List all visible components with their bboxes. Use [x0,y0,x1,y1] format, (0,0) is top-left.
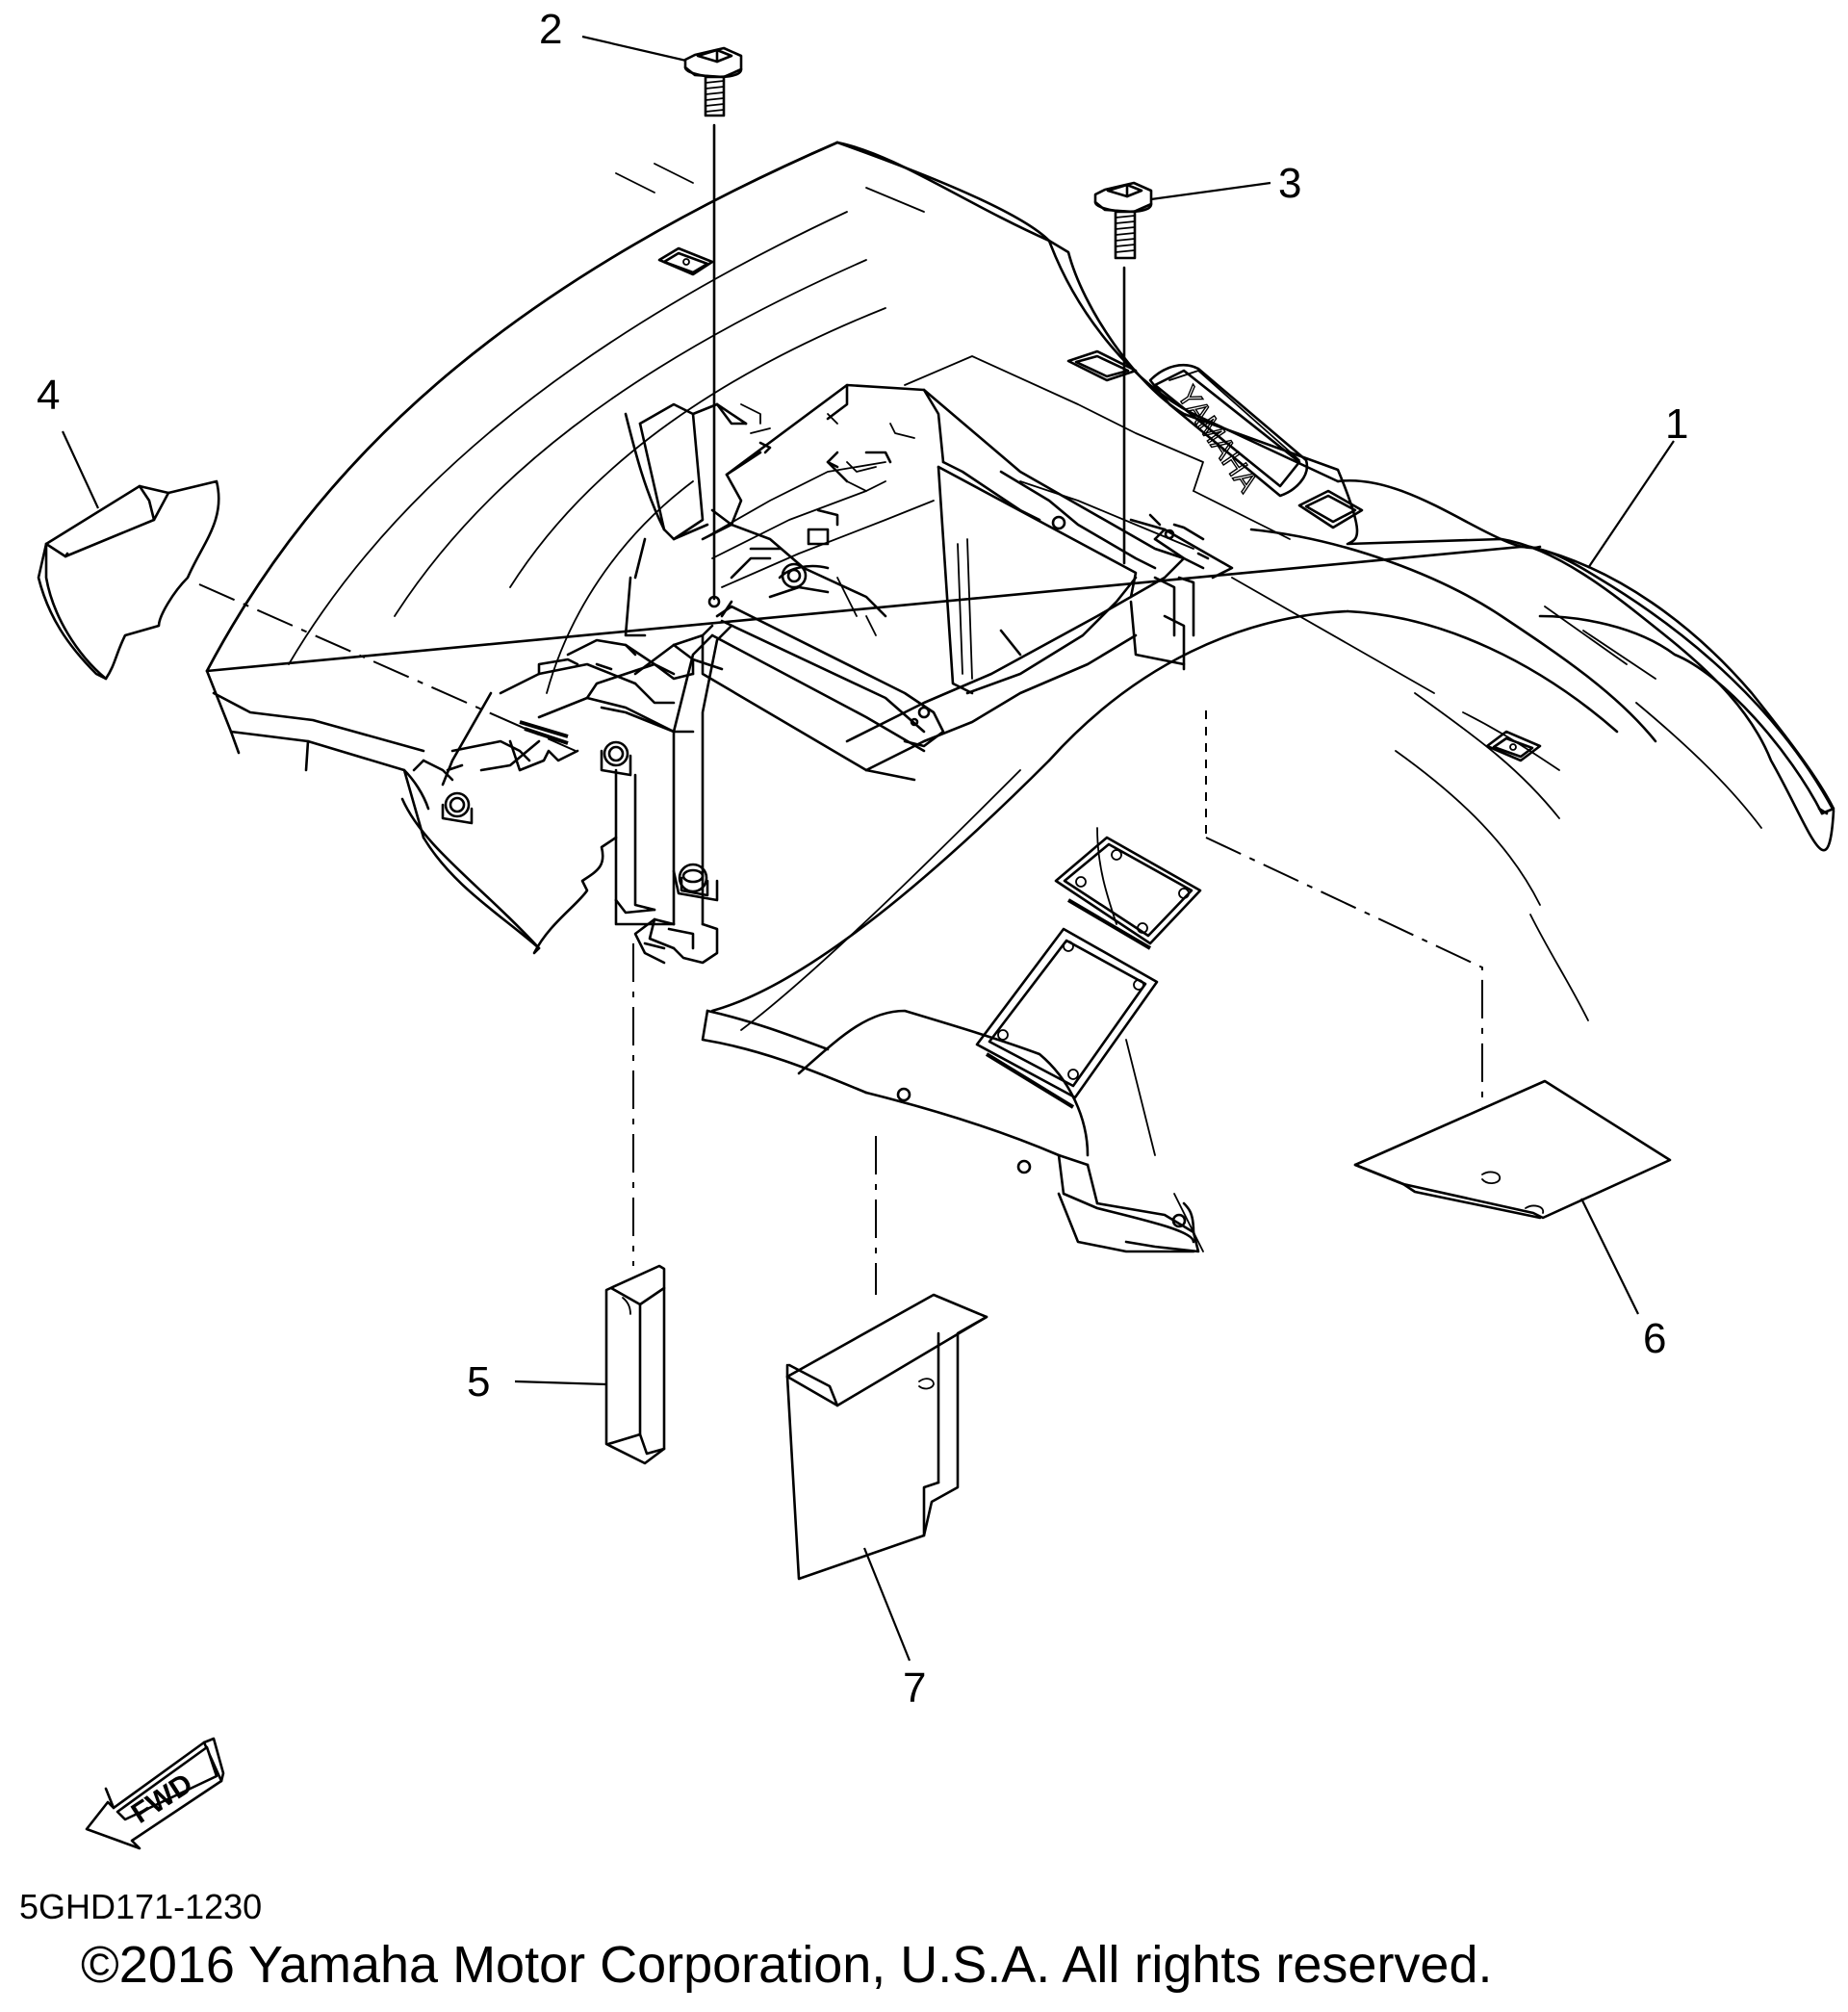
fwd-arrow-icon: FWD [85,1737,225,1850]
leader-4 [62,430,99,509]
bolt-2 [683,46,743,608]
flap-4 [37,479,220,681]
leader-2 [581,35,687,63]
flap-5 [604,1264,666,1465]
bolt-3 [1093,181,1153,565]
leader-7 [862,1547,911,1662]
flap-7 [785,1293,988,1581]
leader-6 [1580,1198,1639,1315]
copyright-notice: ©2016 Yamaha Motor Corporation, U.S.A. A… [81,1936,1493,1994]
callout-5: 5 [467,1358,490,1406]
part-code: 5GHD171-1230 [19,1887,263,1926]
callout-2: 2 [539,6,562,53]
plate-6 [1353,1079,1672,1220]
leader-3 [1150,181,1271,201]
callout-4: 4 [37,372,60,419]
assembly-line-4 [198,583,577,752]
callout-7: 7 [903,1664,926,1712]
assembly-line-6b [1205,837,1483,1107]
leader-1 [1587,440,1675,569]
rear-fender: YAMAHA [205,141,1835,1253]
leader-5 [514,1380,607,1386]
callout-1: 1 [1665,400,1688,448]
callout-3: 3 [1278,160,1301,207]
callout-6: 6 [1643,1315,1666,1362]
